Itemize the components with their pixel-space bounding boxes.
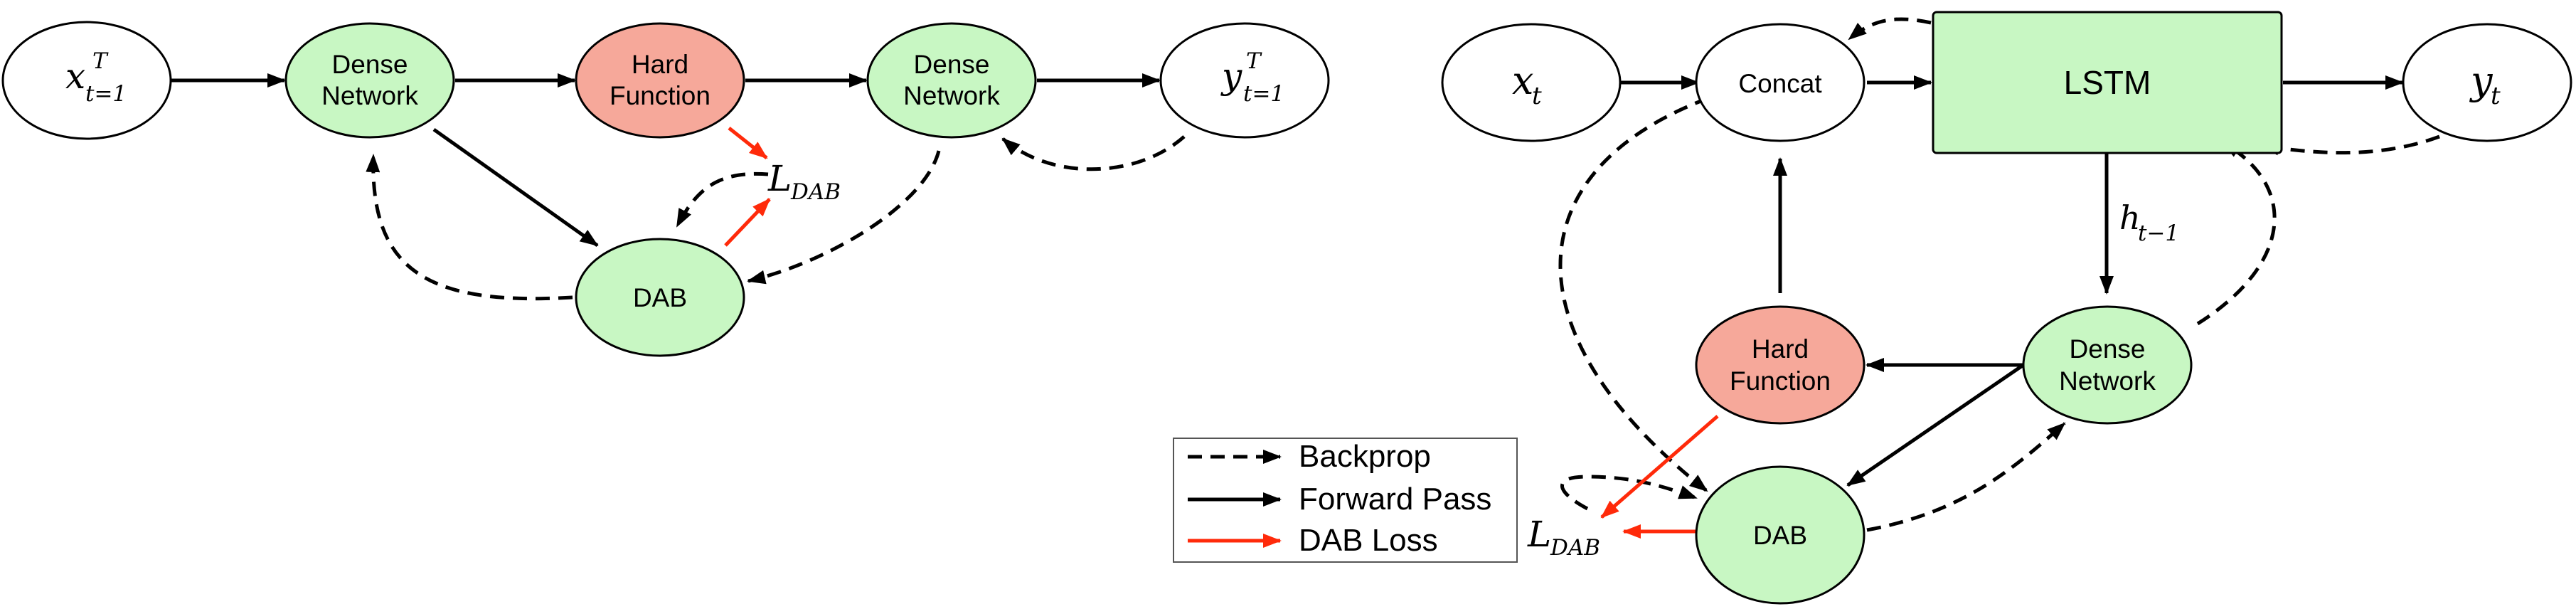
left-input-sub: t=1 [85,81,127,107]
right-dab-label: DAB [1753,521,1807,550]
backprop-concat-to-dab [1558,96,1709,492]
loss-arrow-hard-to-loss [728,127,768,159]
backprop-dab-to-dense [1866,422,2066,532]
right-concat-node: Concat [1695,23,1866,142]
right-hard-line2: Function [1730,366,1831,396]
left-dense2-line2: Network [903,81,1000,110]
backprop-dense2-to-dab [747,150,941,285]
right-yt-sub: t [2491,82,2501,110]
right-yt-node: y t [2402,23,2572,142]
backprop-loss-to-dab [675,171,769,228]
left-hard-line2: Function [610,81,710,110]
right-concat-label: Concat [1738,69,1822,98]
left-output-node: y T t=1 [1159,22,1330,139]
left-dense2-node: Dense Network [866,22,1037,139]
backprop-output-to-dense2 [1001,135,1186,171]
right-xt-sub: t [1532,82,1542,110]
edge-dense-to-dab [1846,363,2025,487]
right-hard-node: Hard Function [1695,305,1866,425]
right-xt-base: x [1512,58,1533,103]
left-output-sub: t=1 [1243,81,1284,107]
right-lstm-node: LSTM [1932,11,2283,154]
left-input-sup: T [92,48,109,74]
right-lstm-label: LSTM [2064,64,2151,101]
left-dense1-line1: Dense [332,50,408,79]
left-dab-label: DAB [633,283,687,312]
legend-forward-label: Forward Pass [1299,482,1491,517]
backprop-lstm-to-concat [1848,17,1932,41]
left-output-sup: T [1246,48,1262,74]
right-loss-base: L [1527,514,1551,555]
left-dense2-line1: Dense [914,50,990,79]
right-dab-node: DAB [1695,465,1866,605]
legend: Backprop Forward Pass DAB Loss [1173,438,1518,563]
left-loss-sub: DAB [790,179,841,205]
left-input-base: x [65,55,85,97]
backprop-dab-to-dense1 [366,154,573,301]
right-hidden-base: h [2119,198,2141,237]
right-hard-line1: Hard [1752,334,1809,364]
legend-backprop-label: Backprop [1299,439,1431,474]
left-loss-label: L DAB [767,158,841,205]
left-dense1-line2: Network [321,81,418,110]
right-hidden-sub: t−1 [2138,221,2179,246]
right-dense-line1: Dense [2070,334,2146,364]
left-input-node: x T t=1 [1,21,172,140]
right-dense-line2: Network [2059,366,2156,396]
legend-dabloss-label: DAB Loss [1299,523,1438,558]
loss-arrow-dab-to-loss [724,198,771,247]
right-yt-base: y [2469,58,2493,103]
right-hidden-label: h t−1 [2119,198,2179,246]
left-hard-line1: Hard [632,50,688,79]
edge-dense1-to-dab [432,127,599,248]
right-loss-label: L DAB [1527,514,1600,561]
right-diagram: x t Concat LSTM y t h t−1 Hard Function [1441,11,2572,605]
left-loss-base: L [767,158,792,199]
left-dense1-node: Dense Network [284,22,455,139]
right-dense-node: Dense Network [2022,305,2193,425]
backprop-yt-to-lstm [2260,134,2440,156]
backprop-loss-to-dab [1560,475,1698,511]
left-dab-node: DAB [575,238,745,357]
left-diagram: x T t=1 Dense Network Hard Function Dens… [1,21,1330,357]
loss-arrow-hard-to-loss [1600,415,1719,519]
right-xt-node: x t [1441,23,1622,142]
left-hard-node: Hard Function [575,22,745,139]
backprop-dense-to-lstm [2196,140,2277,326]
left-output-base: y [1220,55,1242,97]
right-loss-sub: DAB [1550,535,1600,561]
